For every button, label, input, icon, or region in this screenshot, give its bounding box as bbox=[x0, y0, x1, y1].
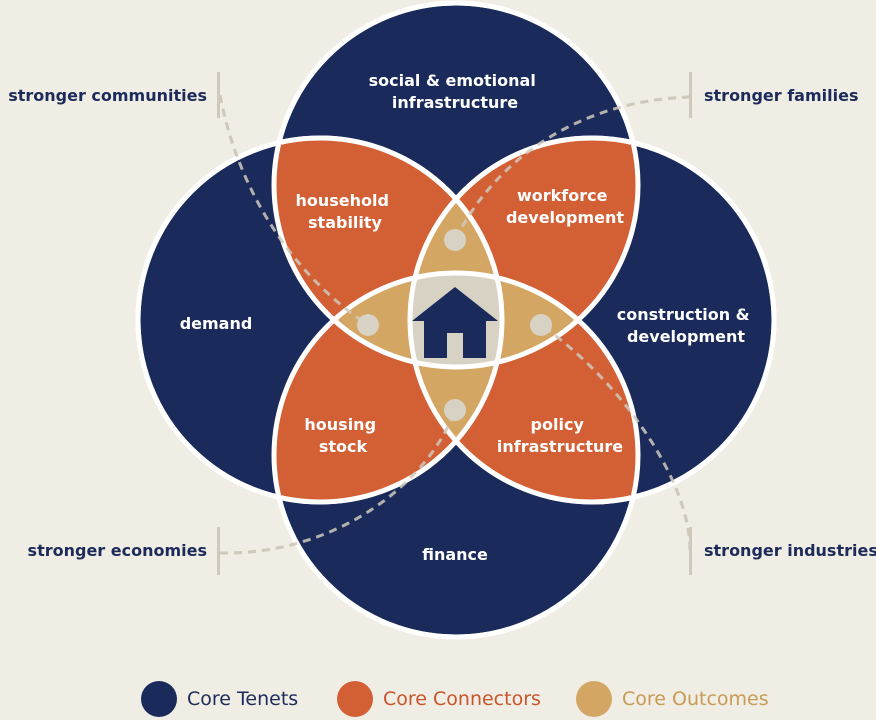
legend-swatch-tenet bbox=[141, 681, 177, 717]
outcome-bar-top-right bbox=[689, 72, 692, 118]
legend-swatch-outcome bbox=[576, 681, 612, 717]
outcome-label-top-right: stronger families bbox=[704, 86, 858, 105]
legend-item-core-connectors: Core Connectors bbox=[337, 681, 541, 717]
connector-label-top-right: workforce development bbox=[506, 186, 624, 227]
connector-label-bottom-right-line-2: infrastructure bbox=[497, 437, 623, 456]
outcome-dot-top bbox=[444, 229, 466, 251]
outcome-label-bottom-left: stronger economies bbox=[28, 541, 207, 560]
tenet-label-bottom: finance bbox=[422, 545, 488, 564]
connector-label-top-right-line-2: development bbox=[506, 208, 624, 227]
outcome-bar-top-left bbox=[217, 72, 220, 118]
legend-label-core-tenets: Core Tenets bbox=[187, 688, 299, 710]
legend-label-core-outcomes: Core Outcomes bbox=[622, 688, 769, 710]
legend-item-core-tenets: Core Tenets bbox=[141, 681, 299, 717]
outcome-dots bbox=[357, 229, 552, 421]
connector-label-top-left: household stability bbox=[295, 191, 394, 232]
house-icon bbox=[412, 287, 498, 358]
legend: Core Tenets Core Connectors Core Outcome… bbox=[0, 678, 876, 720]
tenet-label-top-line-2: infrastructure bbox=[392, 93, 518, 112]
outcome-label-top-left: stronger communities bbox=[8, 86, 207, 105]
legend-swatch-connector bbox=[337, 681, 373, 717]
legend-item-core-outcomes: Core Outcomes bbox=[576, 681, 769, 717]
outcome-connector-lines-front bbox=[218, 94, 692, 555]
outcome-dot-left bbox=[357, 314, 379, 336]
connector-label-top-left-line-2: stability bbox=[308, 213, 383, 232]
outcome-bar-bottom-right bbox=[689, 527, 692, 575]
circle-outlines bbox=[135, 0, 777, 640]
connector-label-bottom-right: policy infrastructure bbox=[497, 415, 623, 456]
tenet-label-top: social & emotional infrastructure bbox=[369, 71, 542, 112]
tenet-label-right: construction & development bbox=[617, 305, 755, 346]
connector-label-bottom-left: housing stock bbox=[304, 415, 381, 456]
connector-label-bottom-left-line-2: stock bbox=[319, 437, 368, 456]
tenet-label-right-line-2: development bbox=[627, 327, 745, 346]
outcome-dot-right bbox=[530, 314, 552, 336]
venn-diagram: social & emotional infrastructure demand… bbox=[8, 0, 876, 640]
outcome-dot-bottom bbox=[444, 399, 466, 421]
outcome-label-bottom-right: stronger industries bbox=[704, 541, 876, 560]
outcome-bar-bottom-left bbox=[217, 527, 220, 575]
tenet-label-left: demand bbox=[180, 314, 253, 333]
legend-label-core-connectors: Core Connectors bbox=[383, 688, 541, 710]
